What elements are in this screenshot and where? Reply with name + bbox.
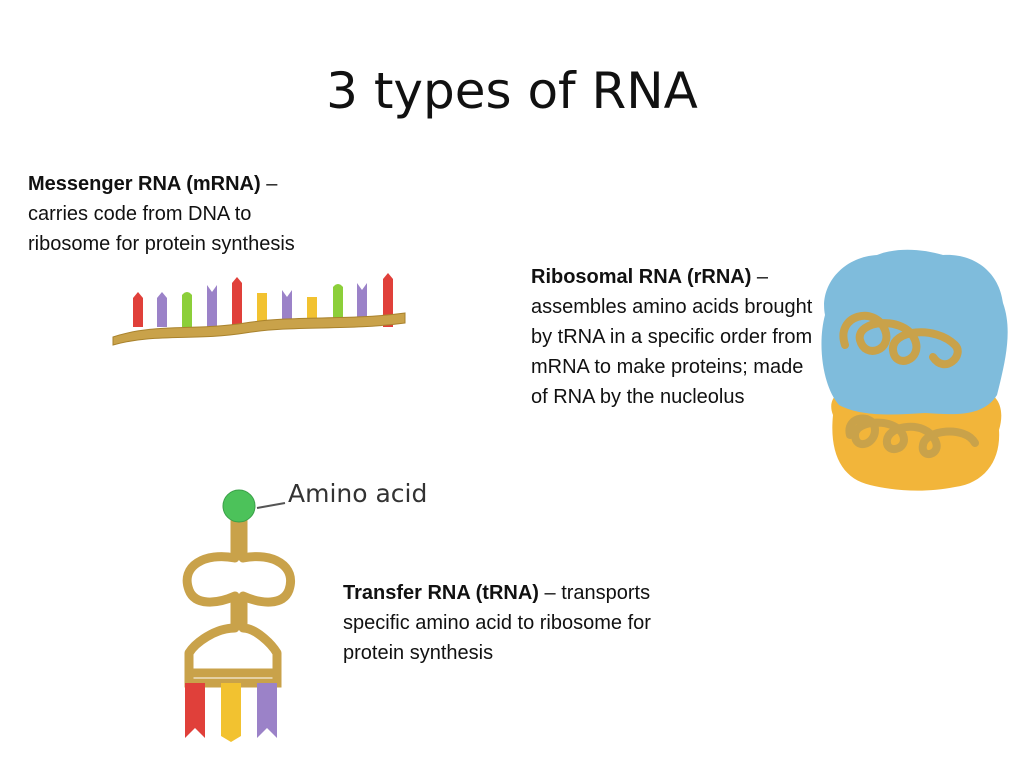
rrna-name: Ribosomal RNA (rRNA): [531, 266, 752, 288]
rrna-description: assembles amino acids brought by tRNA in…: [531, 296, 813, 408]
mrna-dash: –: [260, 173, 278, 195]
rrna-description-block: Ribosomal RNA (rRNA) – assembles amino a…: [531, 262, 821, 412]
mrna-base: [257, 293, 267, 327]
trna-dash: –: [538, 582, 556, 604]
mrna-description-block: Messenger RNA (mRNA) – carries code from…: [28, 169, 328, 259]
amino-acid-label: Amino acid: [288, 479, 427, 508]
amino-acid-pointer: [256, 502, 286, 509]
mrna-base: [182, 292, 192, 327]
mrna-base: [157, 292, 167, 327]
mrna-illustration: [112, 273, 406, 346]
anticodon-base-red: [185, 683, 205, 738]
trna-description: transports specific amino acid to riboso…: [343, 582, 651, 664]
rrna-dash: –: [751, 266, 769, 288]
mrna-base: [232, 277, 242, 327]
mrna-bases: [133, 273, 393, 327]
trna-illustration: Amino acid: [182, 479, 427, 742]
trna-name: Transfer RNA (tRNA): [343, 582, 539, 604]
mrna-base: [383, 273, 393, 327]
mrna-description: carries code from DNA to ribosome for pr…: [28, 203, 295, 255]
mrna-base: [133, 292, 143, 327]
mrna-base: [282, 290, 292, 327]
ribosome-illustration: [821, 249, 1008, 491]
anticodon-base-yellow: [221, 683, 241, 742]
rrna-strand-upper: [839, 311, 962, 369]
mrna-base: [357, 283, 367, 327]
mrna-name: Messenger RNA (mRNA): [28, 173, 261, 195]
page-title: 3 types of RNA: [326, 62, 698, 120]
anticodon-base-purple: [257, 683, 277, 738]
mrna-backbone: [112, 312, 406, 346]
mrna-base: [207, 285, 217, 327]
trna-cloverleaf: [182, 515, 295, 678]
rrna-strand-lower: [845, 414, 979, 458]
mrna-base: [333, 284, 343, 327]
amino-acid-ball: [222, 489, 256, 523]
trna-description-block: Transfer RNA (tRNA) – transports specifi…: [343, 578, 673, 668]
